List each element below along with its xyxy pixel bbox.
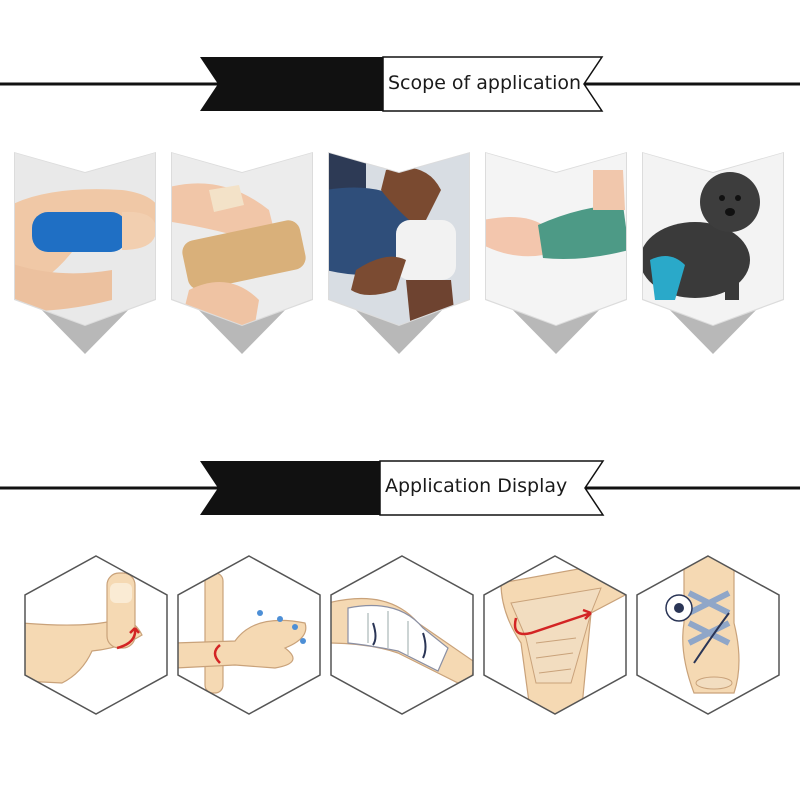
section-banner-scope: Scope of application <box>0 55 800 115</box>
green-bandage <box>538 205 626 259</box>
hex-illustration-ankle <box>634 553 782 717</box>
section-banner-display: Application Display <box>0 460 800 520</box>
white-bandage <box>396 220 456 280</box>
hex-illustration-elbow <box>328 553 476 717</box>
tan-bandage <box>182 220 306 290</box>
section-title: Scope of application <box>388 72 582 94</box>
photo-tile-finger <box>12 150 158 356</box>
hex-illustration-knee <box>481 553 629 717</box>
section-title: Application Display <box>385 475 568 497</box>
blue-leg-bandage <box>650 256 685 300</box>
blue-bandage <box>32 212 127 252</box>
photo-tile-ankle <box>483 150 629 356</box>
hex-illustration-wrist <box>175 553 323 717</box>
photo-tile-dog <box>640 150 786 356</box>
photo-tile-hands <box>169 150 315 356</box>
hex-illustration-finger <box>22 553 170 717</box>
photo-tile-knee <box>326 150 472 356</box>
